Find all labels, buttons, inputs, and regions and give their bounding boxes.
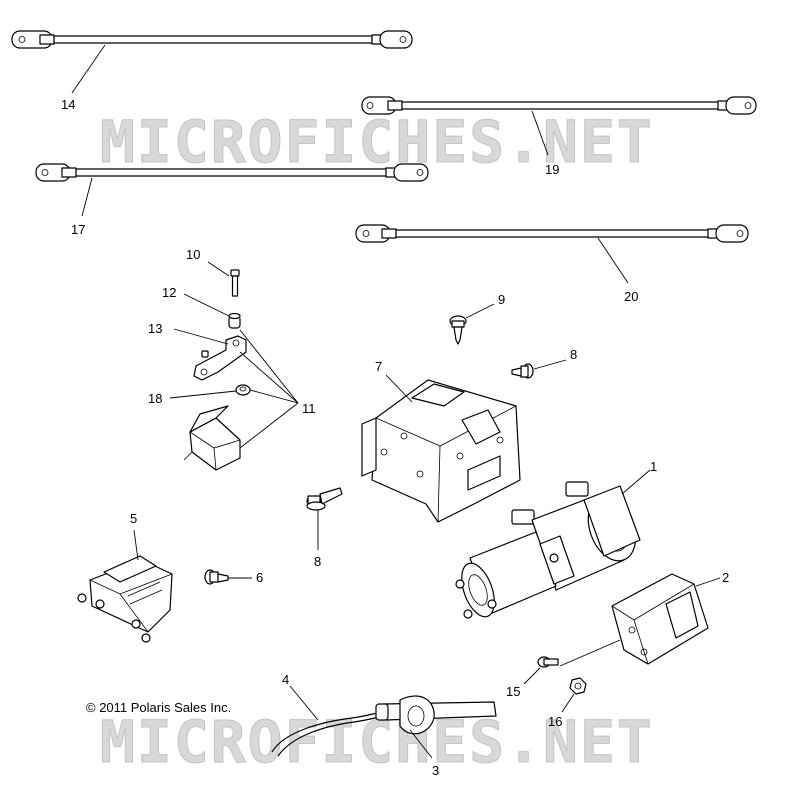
- leader-19: [531, 110, 549, 156]
- leader-2: [695, 577, 721, 587]
- winch-cable-part-19: [361, 96, 757, 115]
- screw-part-6: [204, 569, 229, 585]
- leader-9: [465, 303, 495, 319]
- leader-13: [173, 328, 229, 345]
- callout-1: 1: [650, 459, 657, 474]
- leader-3: [409, 729, 433, 759]
- winch-remote-cable-part-4: [271, 711, 385, 757]
- callout-14: 14: [61, 97, 75, 112]
- winch-cable-part-17: [35, 163, 429, 182]
- callout-4: 4: [282, 672, 289, 687]
- callout-15: 15: [506, 684, 520, 699]
- callout-18: 18: [148, 391, 162, 406]
- leader-16: [561, 693, 575, 713]
- callout-19: 19: [545, 162, 559, 177]
- winch-part-1: [455, 481, 641, 619]
- leader-1: [621, 469, 651, 495]
- callout-9: 9: [498, 292, 505, 307]
- mounting-kit-box-part-11: [183, 405, 241, 471]
- leader-18: [169, 390, 237, 399]
- leader-12: [183, 293, 230, 317]
- callout-20: 20: [624, 289, 638, 304]
- bolt-part-10: [230, 269, 240, 297]
- callout-6: 6: [256, 570, 263, 585]
- watermark-top: MICROFICHES.NET: [100, 108, 654, 176]
- winch-cable-part-14: [11, 30, 413, 49]
- callout-11: 11: [302, 401, 316, 416]
- leader-15: [523, 667, 541, 685]
- spacer-part-12: [228, 312, 241, 329]
- callout-7: 7: [375, 359, 382, 374]
- leader-8-upper: [533, 359, 567, 370]
- screw-part-8-upper: [511, 363, 534, 379]
- winch-mount-part-7: [361, 379, 521, 523]
- screw-part-9: [449, 315, 467, 345]
- callout-2: 2: [722, 570, 729, 585]
- callout-17: 17: [71, 222, 85, 237]
- screw-part-8-lower: [306, 487, 343, 511]
- leaders-11: [239, 329, 299, 449]
- leader-4: [289, 685, 319, 721]
- leader-20: [597, 237, 629, 284]
- callout-5: 5: [130, 511, 137, 526]
- leader-10: [207, 261, 230, 277]
- fairlead-bracket-part-2: [611, 573, 709, 665]
- callout-16: 16: [548, 714, 562, 729]
- leader-5: [133, 529, 139, 561]
- winch-contactor-part-5: [77, 555, 173, 643]
- callout-12: 12: [162, 285, 176, 300]
- leader-2-bolt: [559, 639, 621, 667]
- callout-8-upper: 8: [570, 347, 577, 362]
- winch-cable-part-20: [355, 224, 749, 243]
- nut-part-16: [569, 677, 587, 695]
- leader-7: [385, 374, 413, 403]
- bolt-part-15: [537, 656, 559, 668]
- callout-3: 3: [432, 763, 439, 778]
- callout-10: 10: [186, 247, 200, 262]
- copyright-text: © 2011 Polaris Sales Inc.: [86, 700, 231, 715]
- nut-part-18: [235, 384, 251, 396]
- leader-17: [81, 177, 93, 217]
- callout-13: 13: [148, 321, 162, 336]
- bracket-part-13: [193, 335, 247, 381]
- leader-14: [71, 44, 106, 94]
- callout-8-lower: 8: [314, 554, 321, 569]
- strap-handle-part-3: [375, 695, 497, 735]
